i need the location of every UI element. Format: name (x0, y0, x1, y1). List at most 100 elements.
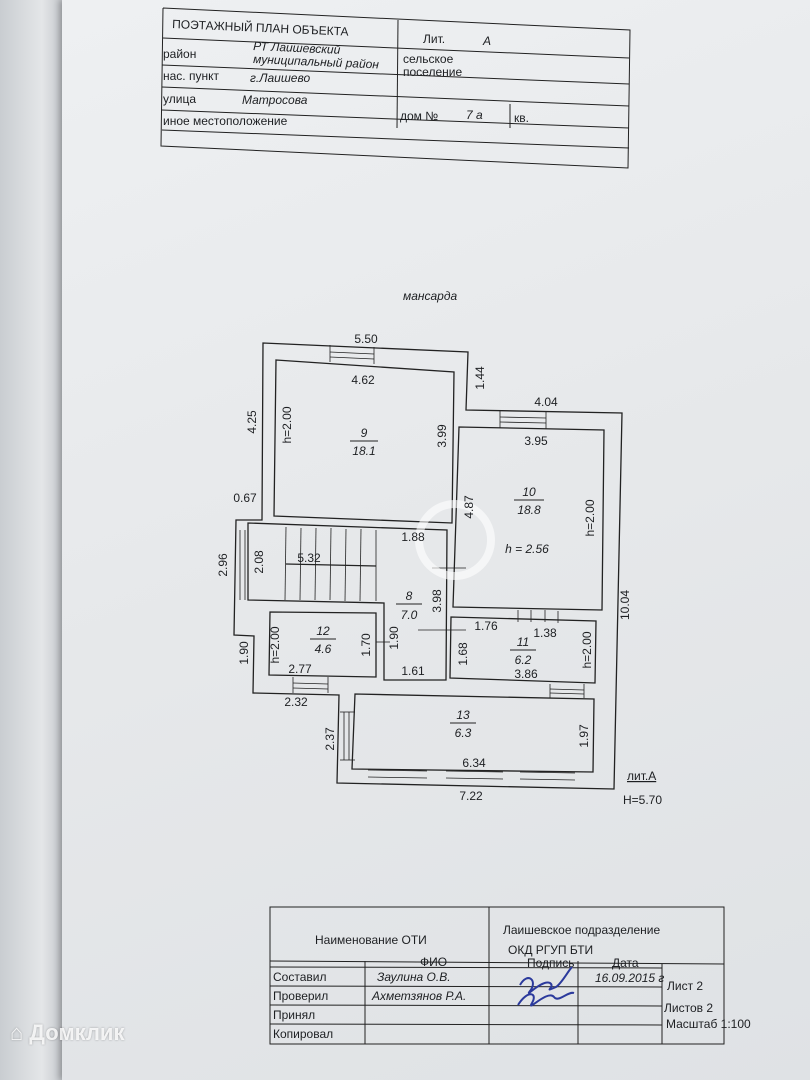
svg-text:10.04: 10.04 (618, 590, 632, 620)
svg-text:h=2.00: h=2.00 (280, 406, 294, 443)
svg-text:Копировал: Копировал (273, 1027, 333, 1041)
svg-text:1.76: 1.76 (474, 619, 498, 633)
binder-edge (0, 0, 70, 1080)
svg-text:16.09.2015 г: 16.09.2015 г (595, 971, 664, 985)
svg-text:1.90: 1.90 (237, 641, 251, 665)
room-10-outline (452, 426, 605, 611)
col-fio: ФИО (420, 955, 447, 969)
svg-text:4.6: 4.6 (315, 642, 332, 656)
svg-text:1.68: 1.68 (456, 642, 470, 666)
building-height: H=5.70 (623, 793, 662, 807)
svg-text:4.04: 4.04 (534, 395, 558, 409)
house-label: дом № (400, 109, 438, 123)
settlement-2: поселение (403, 65, 462, 79)
svg-text:1.88: 1.88 (401, 530, 425, 544)
svg-text:h = 2.56: h = 2.56 (505, 542, 549, 556)
svg-text:4.62: 4.62 (351, 373, 375, 387)
svg-text:11: 11 (517, 635, 529, 649)
svg-text:2.96: 2.96 (216, 553, 230, 577)
room-9: 918.1 (350, 426, 378, 458)
svg-text:3.98: 3.98 (430, 589, 444, 613)
svg-text:h=2.00: h=2.00 (268, 626, 282, 663)
domclick-watermark: ⌂ Домклик (10, 1020, 124, 1046)
outer-wall (233, 342, 623, 790)
svg-text:1.44: 1.44 (473, 366, 487, 390)
svg-text:10: 10 (522, 485, 536, 499)
stair-hall-outline (247, 522, 448, 681)
plan-lit-label: лит.А (627, 769, 656, 783)
document-sheet (62, 0, 810, 1080)
svg-text:18.8: 18.8 (517, 503, 541, 517)
header-table (160, 7, 631, 169)
district-label: район (163, 47, 196, 61)
col-date: Дата (612, 956, 639, 970)
svg-text:8: 8 (406, 589, 413, 603)
room-10: 10 18.8 (514, 485, 544, 517)
svg-text:6.3: 6.3 (455, 726, 472, 740)
svg-text:Проверил: Проверил (273, 989, 328, 1003)
room-8: 87.0 (396, 589, 422, 622)
svg-text:13: 13 (456, 708, 470, 722)
locality-label: нас. пункт (163, 69, 219, 83)
signer-row: Составил Заулина О.В. 16.09.2015 г (273, 970, 664, 985)
signature (517, 966, 575, 1007)
dimension-labels: 5.50 4.62 1.44 4.04 3.95 4.25 h=2.00 3.9… (216, 332, 632, 803)
svg-text:12: 12 (316, 624, 330, 638)
svg-text:2.37: 2.37 (323, 727, 337, 751)
house-logo-icon: ⌂ (10, 1020, 24, 1045)
svg-text:4.25: 4.25 (245, 410, 259, 434)
sheet-number: Лист 2 (667, 979, 703, 993)
header-title: ПОЭТАЖНЫЙ ПЛАН ОБЪЕКТА (172, 16, 349, 39)
title-block (269, 906, 725, 1045)
svg-text:7.22: 7.22 (459, 789, 483, 803)
copied-row: Копировал (273, 1027, 333, 1041)
watermark-brand: Домклик (29, 1020, 125, 1045)
sheet-count: Листов 2 (664, 1001, 713, 1015)
floor-label: мансарда (403, 289, 457, 303)
svg-text:Составил: Составил (273, 970, 326, 984)
settlement-1: сельское (403, 52, 454, 66)
checker-row: Проверил Ахметзянов Р.А. (273, 989, 466, 1003)
locality-value: г.Лаишево (250, 71, 310, 85)
svg-text:Принял: Принял (273, 1008, 315, 1022)
floor-plan (233, 342, 623, 790)
svg-text:2.08: 2.08 (252, 550, 266, 574)
org-line-2: ОКД РГУП БТИ (508, 943, 593, 957)
accepted-row: Принял (273, 1008, 315, 1022)
district-value-2: муниципальный район (253, 52, 380, 71)
svg-text:Ахметзянов Р.А.: Ахметзянов Р.А. (371, 989, 466, 1003)
org-line-1: Лаишевское подразделение (503, 923, 661, 937)
room-12: 124.6 (310, 624, 336, 656)
house-value: 7 а (466, 108, 483, 122)
svg-text:5.32: 5.32 (297, 551, 321, 565)
svg-text:3.95: 3.95 (524, 434, 548, 448)
svg-text:1.61: 1.61 (401, 664, 425, 678)
scale-label: Масштаб 1:100 (666, 1017, 751, 1031)
lit-label: Лит. (423, 32, 445, 46)
svg-text:7.0: 7.0 (401, 608, 418, 622)
svg-text:5.50: 5.50 (354, 332, 378, 346)
svg-text:0.67: 0.67 (233, 491, 257, 505)
district-value-1: РТ Лаишевский (253, 39, 341, 57)
svg-text:6.34: 6.34 (462, 756, 486, 770)
other-location-label: иное местоположение (163, 114, 288, 128)
svg-text:1.90: 1.90 (387, 626, 401, 650)
room-13: 136.3 (450, 708, 476, 740)
svg-text:6.2: 6.2 (515, 653, 532, 667)
room-11-outline (449, 616, 597, 684)
svg-text:h=2.00: h=2.00 (583, 499, 597, 536)
room-11: 116.2 (510, 635, 536, 667)
room-12-outline (268, 611, 377, 678)
svg-text:h=2.00: h=2.00 (580, 631, 594, 668)
svg-text:2.77: 2.77 (288, 662, 312, 676)
apt-label: кв. (514, 111, 529, 125)
svg-text:1.38: 1.38 (533, 626, 557, 640)
lit-value: А (482, 34, 491, 48)
svg-text:18.1: 18.1 (352, 444, 375, 458)
svg-text:1.70: 1.70 (359, 633, 373, 657)
svg-text:1.97: 1.97 (577, 724, 591, 748)
svg-text:4.87: 4.87 (462, 495, 476, 519)
oti-label: Наименование ОТИ (315, 933, 427, 947)
svg-text:2.32: 2.32 (284, 695, 308, 709)
